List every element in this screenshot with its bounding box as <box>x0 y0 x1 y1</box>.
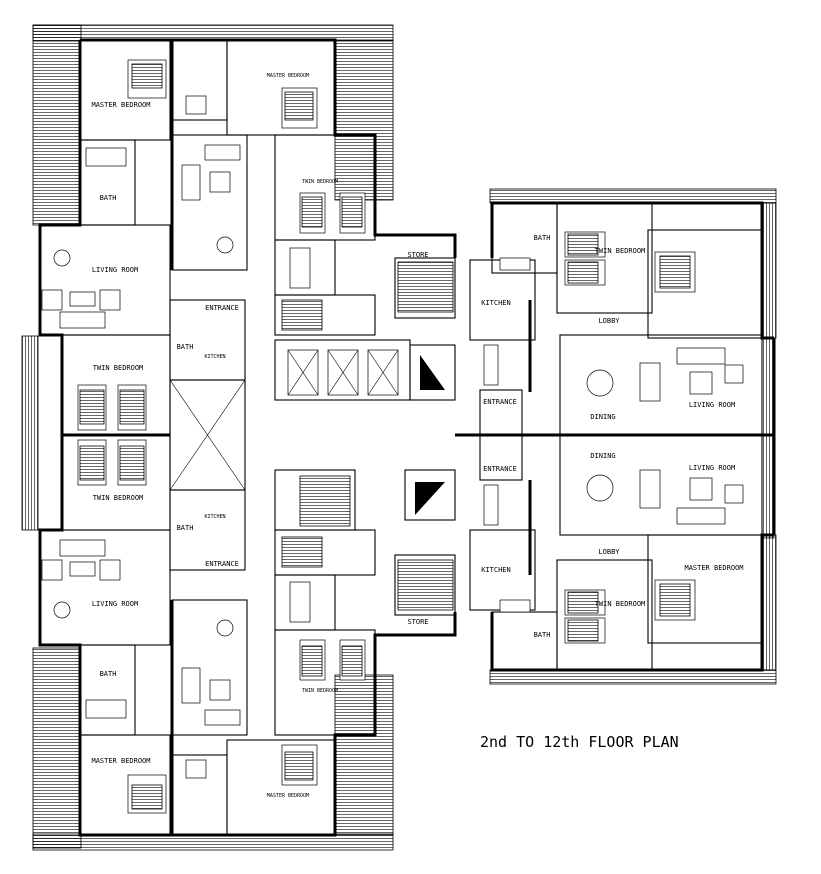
label-entrance-w1: ENTRANCE <box>205 304 239 312</box>
label-bath-nw: BATH <box>100 194 117 202</box>
outer-walls <box>38 38 776 837</box>
label-master-bedroom-sw-small: MASTER BEDROOM <box>267 793 309 799</box>
core-elements <box>281 261 454 611</box>
label-twin-bedroom-s: TWIN BEDROOM <box>302 688 338 694</box>
plan-title: 2nd TO 12th FLOOR PLAN <box>480 733 679 751</box>
label-dining-e2: DINING <box>590 452 615 460</box>
label-kitchen-w2: KITCHEN <box>204 514 225 520</box>
label-bath-e1: BATH <box>534 234 551 242</box>
label-store-s: STORE <box>407 618 428 626</box>
room-labels: MASTER BEDROOM MASTER BEDROOM TWIN BEDRO… <box>91 73 743 799</box>
label-kitchen-w1: KITCHEN <box>204 354 225 360</box>
label-living-room-e2: LIVING ROOM <box>689 464 735 472</box>
label-entrance-w2: ENTRANCE <box>205 560 239 568</box>
label-bath-sw: BATH <box>100 670 117 678</box>
label-entrance-e2: ENTRANCE <box>483 465 517 473</box>
label-lobby-e1: LOBBY <box>598 317 620 325</box>
label-master-bedroom-e2: MASTER BEDROOM <box>684 564 743 572</box>
label-dining-e1: DINING <box>590 413 615 421</box>
label-twin-bedroom-e2: TWIN BEDROOM <box>595 600 646 608</box>
label-twin-bedroom-w2: TWIN BEDROOM <box>93 494 144 502</box>
beds <box>77 59 696 814</box>
label-bath-w2: BATH <box>177 524 194 532</box>
label-master-bedroom-nw: MASTER BEDROOM <box>91 101 150 109</box>
label-living-room-w2: LIVING ROOM <box>92 600 138 608</box>
label-entrance-e1: ENTRANCE <box>483 398 517 406</box>
label-master-bedroom-sw: MASTER BEDROOM <box>91 757 150 765</box>
label-twin-bedroom-n: TWIN BEDROOM <box>302 179 338 185</box>
label-living-room-e1: LIVING ROOM <box>689 401 735 409</box>
label-kitchen-e1: KITCHEN <box>481 299 511 307</box>
label-master-bedroom-nw-small: MASTER BEDROOM <box>267 73 309 79</box>
label-twin-bedroom-e1: TWIN BEDROOM <box>595 247 646 255</box>
label-kitchen-e2: KITCHEN <box>481 566 511 574</box>
label-bath-w1: BATH <box>177 343 194 351</box>
label-twin-bedroom-w1: TWIN BEDROOM <box>93 364 144 372</box>
label-lobby-e2: LOBBY <box>598 548 620 556</box>
label-living-room-w1: LIVING ROOM <box>92 266 138 274</box>
interior-walls <box>39 39 763 836</box>
label-bath-e2: BATH <box>534 631 551 639</box>
furniture <box>41 95 744 779</box>
label-store-n: STORE <box>407 251 428 259</box>
